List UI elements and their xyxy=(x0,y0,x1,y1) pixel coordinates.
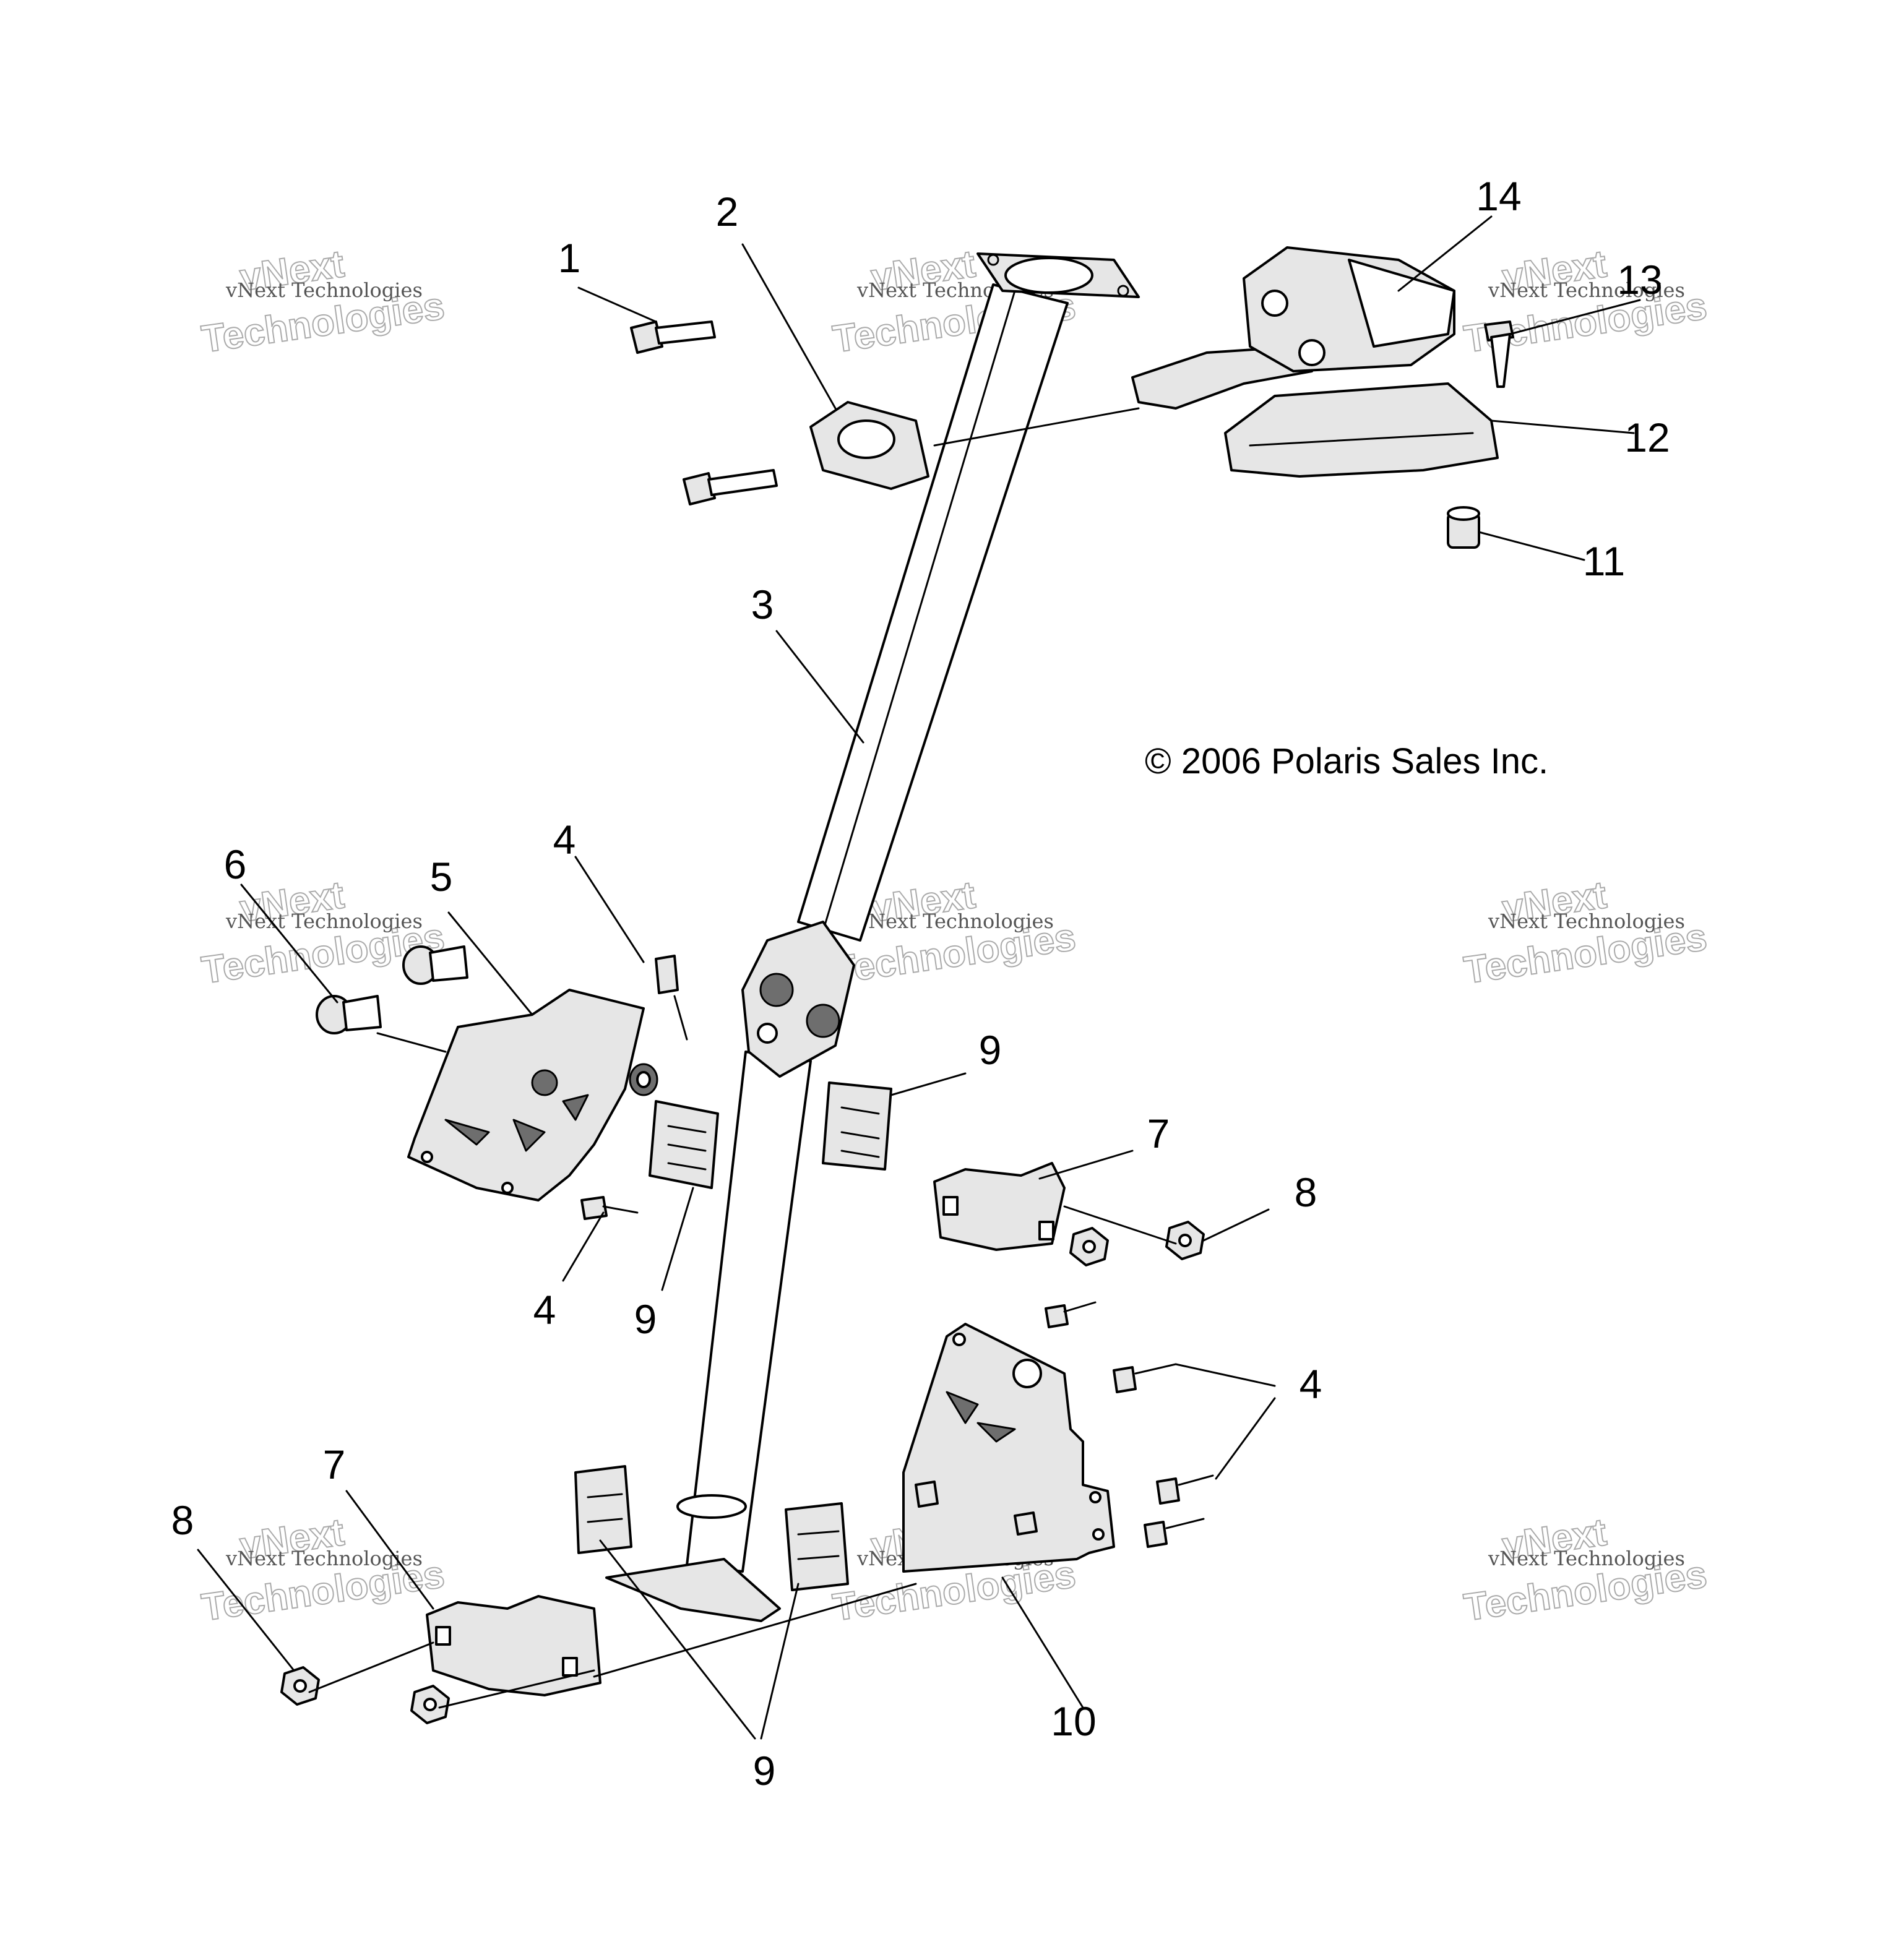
rivets-part-4-right xyxy=(1045,1301,1214,1548)
watermark-small-text: vNext Technologies xyxy=(1488,1547,1685,1570)
watermark-small-text: vNext Technologies xyxy=(856,909,1054,933)
callout-9-bottom: 9 xyxy=(753,1748,776,1794)
nut-part-8-upper-a xyxy=(1069,1227,1109,1266)
clamp-part-2 xyxy=(809,401,929,490)
washer xyxy=(629,1063,658,1096)
bolt-part-6 xyxy=(316,945,468,1034)
watermark-small-text: vNext Technologies xyxy=(225,278,423,302)
callout-9-upper-right: 9 xyxy=(979,1027,1002,1073)
callout-4-upper-left: 4 xyxy=(553,817,576,862)
callout-6: 6 xyxy=(224,841,247,887)
watermark-small-text: vNext Technologies xyxy=(225,1547,423,1570)
tilt-housing-part-14 xyxy=(1243,246,1455,372)
clamp-part-7-upper xyxy=(933,1162,1066,1251)
leader-lines xyxy=(197,215,1641,1740)
bushing-part-9-upper-right xyxy=(822,1081,892,1171)
bushing-part-9-lower-left xyxy=(574,1465,632,1554)
rivet-part-4-upper-left xyxy=(655,955,688,1041)
rivet-part-4-lower-left xyxy=(580,1196,639,1220)
callout-12: 12 xyxy=(1624,415,1670,460)
nut-part-8-lower-a xyxy=(280,1666,320,1706)
callout-1: 1 xyxy=(558,235,581,281)
copyright-notice: © 2006 Polaris Sales Inc. xyxy=(1145,741,1548,781)
watermark-small-text: vNext Technologies xyxy=(225,909,423,933)
clamp-part-7-lower xyxy=(426,1595,601,1696)
callout-5: 5 xyxy=(430,854,453,900)
screw-part-13 xyxy=(1484,320,1514,388)
callout-8-lower: 8 xyxy=(171,1497,194,1543)
callout-13: 13 xyxy=(1617,257,1662,303)
callout-10: 10 xyxy=(1051,1698,1096,1744)
bushing-part-11 xyxy=(1447,506,1480,549)
shaft-top-flange xyxy=(976,252,1140,298)
bracket-part-5 xyxy=(407,989,645,1201)
steering-column-part-12 xyxy=(1131,345,1499,478)
callout-7-upper: 7 xyxy=(1147,1111,1170,1156)
callout-7-lower: 7 xyxy=(323,1442,346,1487)
callout-4-right: 4 xyxy=(1300,1361,1322,1407)
callout-3: 3 xyxy=(751,582,774,627)
callout-11: 11 xyxy=(1583,538,1626,584)
watermark-small-text: vNext Technologies xyxy=(1488,278,1685,302)
callout-9-left: 9 xyxy=(634,1296,657,1342)
bracket-part-10 xyxy=(902,1323,1115,1573)
callout-14: 14 xyxy=(1476,173,1521,219)
bushing-part-9-lower-right xyxy=(785,1502,849,1591)
callout-4-lower-left: 4 xyxy=(533,1287,556,1333)
callout-2: 2 xyxy=(716,189,739,234)
bushing-part-9-left xyxy=(649,1100,719,1189)
callout-8-upper: 8 xyxy=(1295,1169,1317,1215)
nut-part-8-lower-b xyxy=(410,1685,450,1724)
watermark-small-text: vNext Technologies xyxy=(1488,909,1685,933)
universal-joint xyxy=(741,921,855,1078)
steering-shaft xyxy=(605,283,1069,1622)
bolt-part-1 xyxy=(630,320,778,505)
nut-part-8-upper-b xyxy=(1165,1221,1205,1260)
